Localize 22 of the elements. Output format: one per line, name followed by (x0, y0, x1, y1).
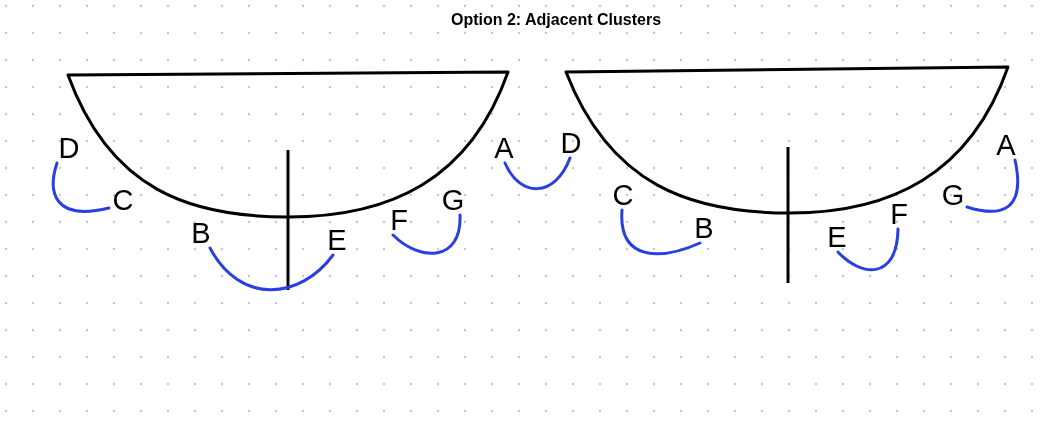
seat-letter: E (823, 222, 851, 252)
seat-letter: A (992, 130, 1020, 160)
seat-letter: C (109, 185, 137, 215)
connector-curve (503, 156, 572, 191)
diagram-title: Option 2: Adjacent Clusters (449, 10, 663, 29)
seat-letter: C (609, 180, 637, 210)
connector-curve (51, 161, 111, 213)
connector-curve (965, 158, 1020, 213)
seat-letter: D (55, 133, 83, 163)
connector-curve (208, 246, 335, 292)
seat-letter: E (323, 225, 351, 255)
connector-curve (620, 208, 702, 256)
connector-curve (391, 213, 462, 255)
connector-curve (836, 227, 900, 272)
seat-letter: F (385, 205, 413, 235)
seat-letter: D (557, 128, 585, 158)
seat-letter: B (187, 218, 215, 248)
seat-letter: F (885, 199, 913, 229)
seat-letter: G (939, 180, 967, 210)
seat-letter: G (439, 185, 467, 215)
seat-letter: A (490, 133, 518, 163)
seat-letter: B (690, 213, 718, 243)
